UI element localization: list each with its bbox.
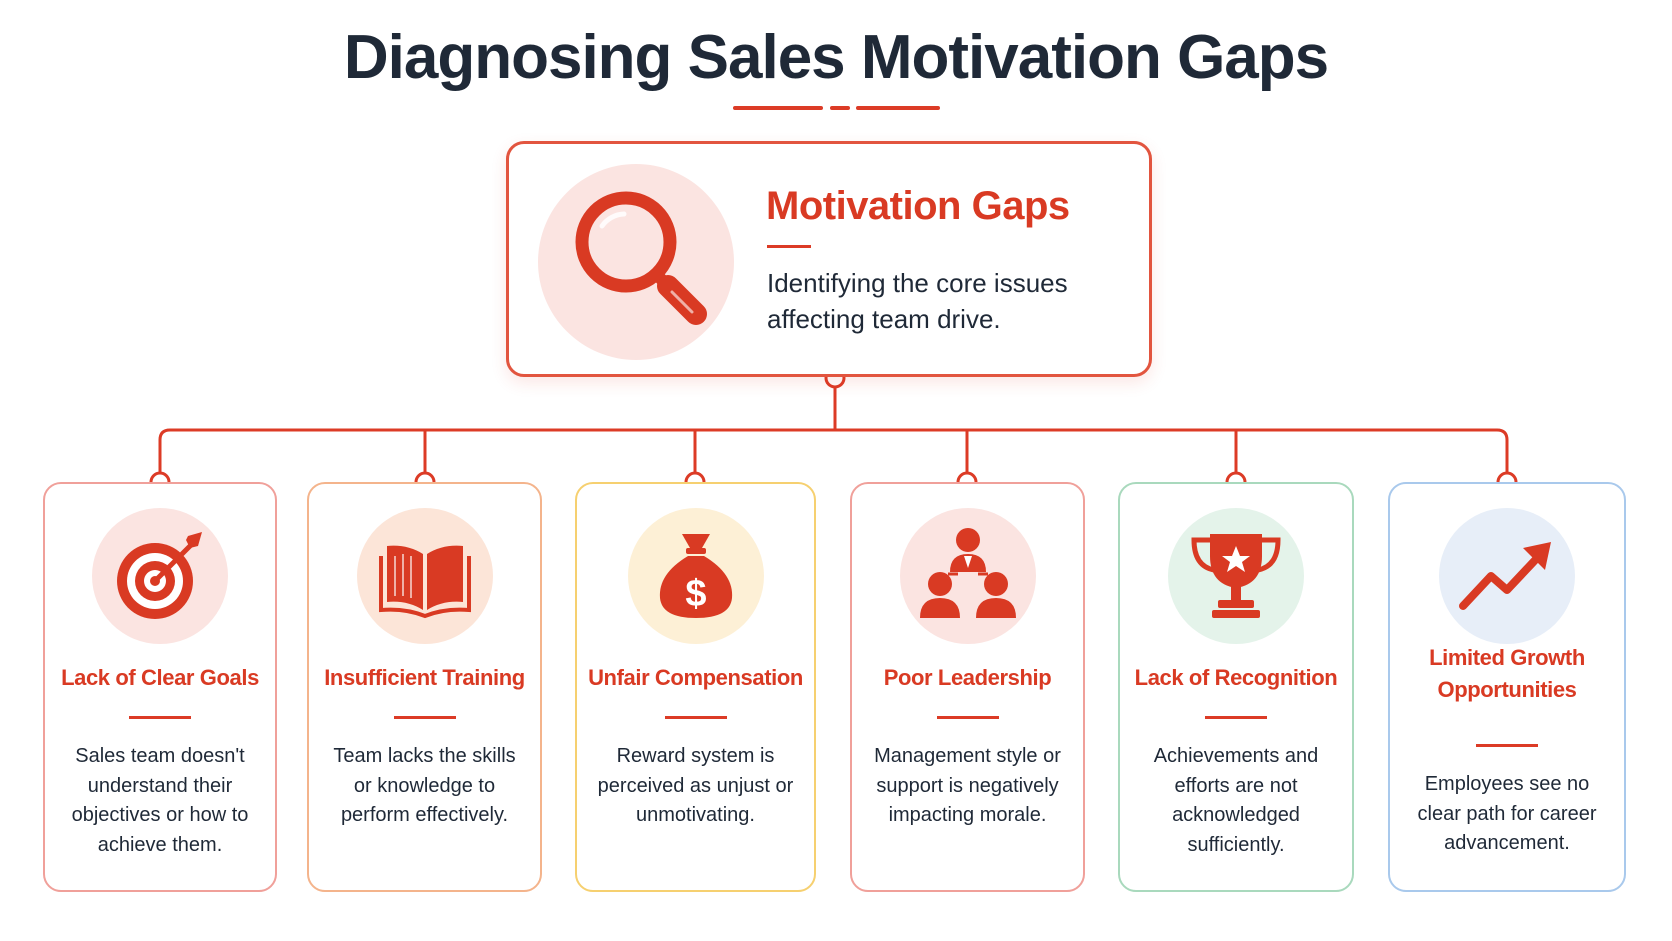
card-poor-leadership: Poor Leadership Management style or supp…: [850, 482, 1085, 892]
card-description: Achievements and efforts are not acknowl…: [1153, 745, 1319, 856]
target-icon: [92, 508, 228, 644]
growth-arrow-icon: [1439, 508, 1575, 644]
main-description: Identifying the core issues affecting te…: [767, 268, 1068, 334]
card-title: Lack of Clear Goals: [61, 665, 259, 690]
card-description: Reward system is perceived as unjust or …: [597, 745, 794, 826]
title-underline-right: [856, 106, 940, 110]
card-title-underline: [936, 716, 999, 719]
card-limited-growth-opportunities: Limited Growth Opportunities Employees s…: [1388, 482, 1626, 892]
card-insufficient-training: Insufficient Training Team lacks the ski…: [307, 482, 542, 892]
card-title: Poor Leadership: [883, 665, 1052, 690]
card-description: Management style or support is negativel…: [874, 745, 1061, 826]
card-description: Employees see no clear path for career a…: [1417, 773, 1597, 854]
magnifying-glass-icon: [538, 164, 734, 360]
card-title-underline: [664, 716, 727, 719]
title-underline-left: [733, 106, 823, 110]
card-title: Limited Growth Opportunities: [1429, 645, 1585, 702]
svg-text:$: $: [685, 573, 706, 615]
card-lack-of-clear-goals: Lack of Clear Goals Sales team doesn't u…: [43, 482, 277, 892]
title-underline-middle: [830, 106, 850, 110]
main-title: Motivation Gaps: [766, 184, 1070, 228]
card-title-underline: [1476, 744, 1538, 747]
card-description: Sales team doesn't understand their obje…: [71, 745, 249, 856]
money-bag-icon: $: [627, 508, 764, 644]
card-title: Unfair Compensation: [588, 665, 803, 690]
card-title: Lack of Recognition: [1134, 665, 1338, 690]
card-title-underline: [129, 716, 191, 719]
team-leader-icon: [899, 508, 1036, 644]
card-lack-of-recognition: Lack of Recognition Achievements and eff…: [1118, 482, 1354, 892]
card-title-underline: [393, 716, 456, 719]
card-title-underline: [1205, 716, 1267, 719]
trophy-icon: [1168, 508, 1304, 644]
card-description: Team lacks the skills or knowledge to pe…: [333, 745, 516, 826]
book-icon: [356, 508, 493, 644]
card-unfair-compensation: $ Unfair Compensation Reward system is p…: [575, 482, 816, 892]
motivation-gaps-box: Motivation Gaps Identifying the core iss…: [506, 141, 1152, 377]
page-title: Diagnosing Sales Motivation Gaps: [343, 23, 1329, 92]
main-title-underline: [767, 245, 811, 248]
card-title: Insufficient Training: [324, 665, 525, 690]
